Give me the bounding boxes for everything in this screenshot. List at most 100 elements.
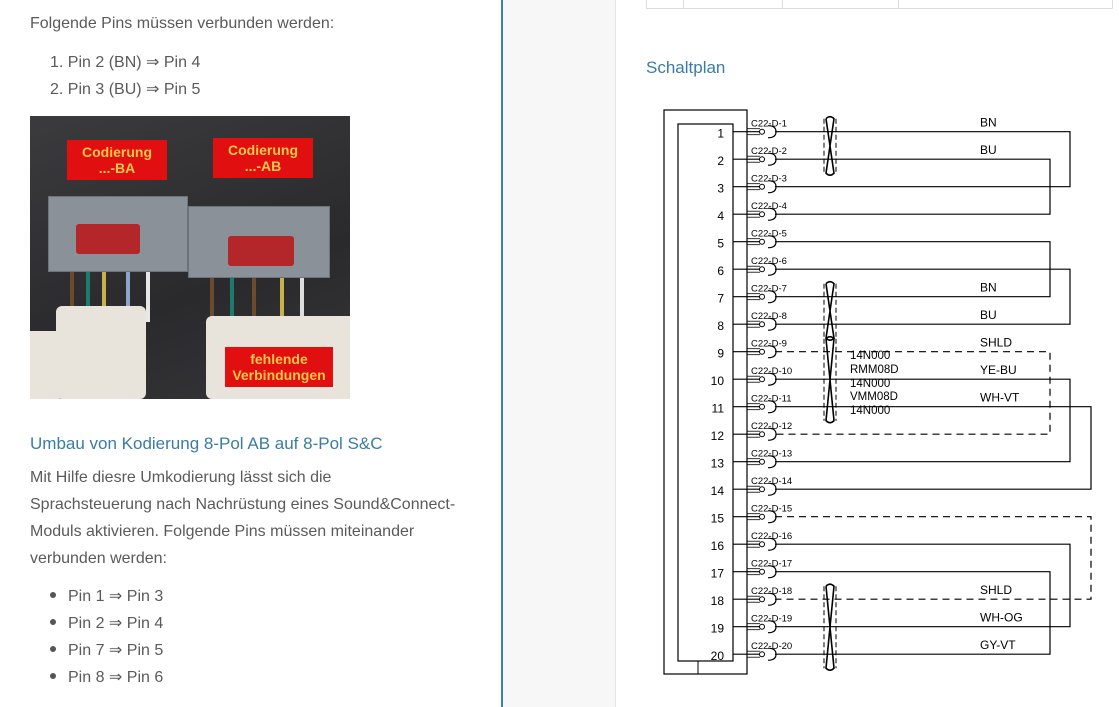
pin-number: 18 <box>711 594 725 608</box>
terminal-icon <box>759 513 765 520</box>
socket-icon <box>767 207 777 221</box>
pin-number: 4 <box>717 209 724 223</box>
pin-number: 15 <box>711 512 725 526</box>
connector-housing-inner <box>677 123 734 662</box>
wire-connection-15-18 <box>775 516 1092 600</box>
intro-text: Folgende Pins müssen verbunden werden: <box>30 15 335 32</box>
socket-icon <box>767 180 777 194</box>
pin-number: 6 <box>717 264 724 278</box>
section-heading: Umbau von Kodierung 8-Pol AB auf 8-Pol S… <box>30 434 383 453</box>
terminal-icon <box>759 651 765 658</box>
wire-color-label: YE-BU <box>980 363 1017 377</box>
terminal-icon <box>759 293 765 300</box>
article-right-column: Schaltplan <box>616 0 1119 707</box>
socket-icon <box>767 620 777 634</box>
wire-connection-1-3 <box>775 131 1071 188</box>
paragraph-line: verbunden werden: <box>30 550 167 567</box>
cable-code-label: 14N000 <box>850 350 890 362</box>
terminal-icon <box>759 266 765 273</box>
pin-number: 14 <box>711 484 725 498</box>
twisted-pair-icon <box>825 583 835 671</box>
pin-number: 9 <box>717 347 724 361</box>
wire-connection-9-12 <box>775 351 1051 435</box>
bullet-item: Pin 2 ⇒ Pin 4 <box>50 613 163 633</box>
pane-divider[interactable] <box>503 0 616 707</box>
socket-icon <box>767 537 777 551</box>
connector-pin-label: C22-D-14 <box>751 476 792 487</box>
pin-number: 3 <box>717 182 724 196</box>
wire-connection-11-14 <box>775 406 1092 490</box>
socket-icon <box>767 372 777 386</box>
socket-icon <box>767 317 777 331</box>
socket-icon <box>767 647 777 661</box>
socket-icon <box>767 455 777 469</box>
socket-icon <box>767 262 777 276</box>
schematic-title: Schaltplan <box>646 58 726 77</box>
twisted-pair-icon <box>825 280 835 341</box>
connector-pin-label: C22-D-9 <box>751 339 787 350</box>
bullet-item: Pin 8 ⇒ Pin 6 <box>50 667 163 687</box>
pin-number: 16 <box>711 539 725 553</box>
terminal-icon <box>759 211 765 218</box>
pin-number: 13 <box>711 457 725 471</box>
connector-pin-label: C22-D-8 <box>751 311 787 322</box>
connector-pin-label: C22-D-2 <box>751 146 787 157</box>
socket-icon <box>767 290 777 304</box>
connector-pin-label: C22-D-15 <box>751 504 792 515</box>
pin-number: 20 <box>711 649 725 663</box>
wire-color-label: GY-VT <box>980 638 1016 652</box>
connector-pin-label: C22-D-1 <box>751 119 787 130</box>
connector-pin-label: C22-D-6 <box>751 256 787 267</box>
socket-icon <box>767 592 777 606</box>
paragraph-line: Moduls aktivieren. Folgende Pins müssen … <box>30 523 415 540</box>
connector-pin-label: C22-D-5 <box>751 229 787 240</box>
terminal-icon <box>759 183 765 190</box>
connector-pin-label: C22-D-17 <box>751 559 792 570</box>
ordered-item-1: 1. Pin 2 (BN) ⇒ Pin 4 <box>50 54 201 71</box>
socket-icon <box>767 345 777 359</box>
twisted-pair-icon <box>825 115 835 176</box>
terminal-icon <box>759 238 765 245</box>
pin-number: 10 <box>711 374 725 388</box>
connector-pin-label: C22-D-4 <box>751 201 787 212</box>
connector-housing-outer <box>663 109 748 675</box>
wire-color-label: SHLD <box>980 583 1012 597</box>
cable-code-label: RMM08D <box>850 364 899 376</box>
connector-pin-label: C22-D-7 <box>751 284 787 295</box>
wire-color-label: SHLD <box>980 336 1012 350</box>
pin-number: 17 <box>711 567 725 581</box>
article-left-column: Folgende Pins müssen verbunden werden: 1… <box>0 0 503 707</box>
terminal-icon <box>759 321 765 328</box>
wire-color-label: WH-OG <box>980 611 1023 625</box>
connector-pin-label: C22-D-16 <box>751 531 792 542</box>
terminal-icon <box>759 486 765 493</box>
terminal-icon <box>759 431 765 438</box>
wire-connection-6-8 <box>775 268 1071 325</box>
socket-icon <box>767 125 777 139</box>
pin-number: 5 <box>717 237 724 251</box>
connector-pin-label: C22-D-10 <box>751 366 792 377</box>
tag-coding-ab: Codierung...-AB <box>213 138 313 178</box>
bullet-item: Pin 7 ⇒ Pin 5 <box>50 640 163 660</box>
cable-tape <box>30 331 64 399</box>
connector-pin-label: C22-D-20 <box>751 641 792 652</box>
pin-number: 19 <box>711 622 725 636</box>
wire-connection-16-19 <box>775 543 1071 628</box>
cable-code-label: 14N000 <box>850 378 890 390</box>
connector-photo: Codierung...-BA Codierung...-AB fehlende… <box>30 116 350 399</box>
wire-color-label: BU <box>980 143 997 157</box>
wire-color-label: BN <box>980 116 997 130</box>
cable-tape <box>56 306 146 399</box>
socket-icon <box>767 235 777 249</box>
bullet-item: Pin 1 ⇒ Pin 3 <box>50 586 163 606</box>
socket-icon <box>767 427 777 441</box>
paragraph-line: Sprachsteuerung nach Nachrüstung eines S… <box>30 496 456 513</box>
cable-code-label: VMM08D <box>850 391 898 403</box>
socket-icon <box>767 400 777 414</box>
table-bottom-edge <box>646 0 1113 9</box>
wire-color-label: WH-VT <box>980 391 1020 405</box>
connector-pin-label: C22-D-12 <box>751 421 792 432</box>
pin-number: 11 <box>712 402 725 416</box>
